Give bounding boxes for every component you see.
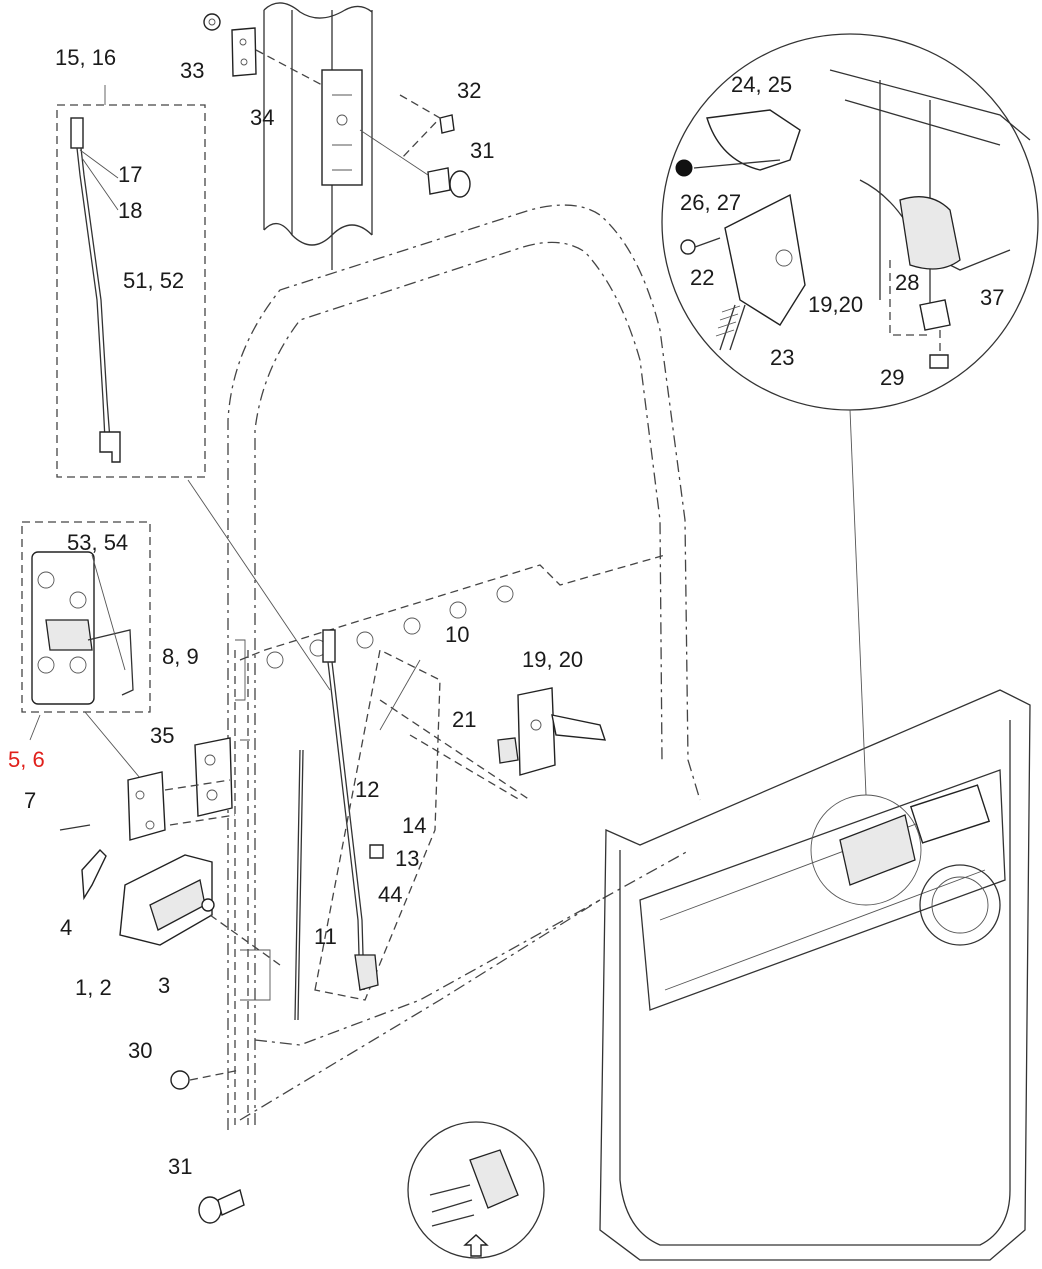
label-14: 14 [402, 813, 426, 838]
label-19-20-detail: 19,20 [808, 292, 863, 317]
latch-assembly-box [21, 521, 151, 791]
label-22: 22 [690, 265, 714, 290]
label-12: 12 [355, 777, 379, 802]
label-1-2: 1, 2 [75, 975, 112, 1000]
label-31-bottom: 31 [168, 1154, 192, 1179]
label-19-20: 19, 20 [522, 647, 583, 672]
control-rods [187, 479, 441, 1021]
door-latch [59, 737, 281, 1090]
door-frame-outline [227, 204, 701, 1130]
label-3: 3 [158, 973, 170, 998]
label-17: 17 [118, 162, 142, 187]
inside-handle [379, 687, 607, 801]
label-24-25: 24, 25 [731, 72, 792, 97]
rod-assembly-box [56, 85, 206, 478]
label-44: 44 [378, 882, 402, 907]
label-51-52: 51, 52 [123, 268, 184, 293]
label-18: 18 [118, 198, 142, 223]
door-trim-panel [599, 689, 1031, 1261]
label-30: 30 [128, 1038, 152, 1063]
label-26-27: 26, 27 [680, 190, 741, 215]
view-direction-inset [407, 1121, 545, 1259]
label-21: 21 [452, 707, 476, 732]
label-34: 34 [250, 105, 274, 130]
label-15-16: 15, 16 [55, 45, 116, 70]
callout-labels: 15, 16 17 18 51, 52 33 34 32 31 24, 25 2… [8, 45, 1004, 1179]
label-23: 23 [770, 345, 794, 370]
label-4: 4 [60, 915, 72, 940]
door-pillar [263, 2, 373, 270]
label-32: 32 [457, 78, 481, 103]
label-7: 7 [24, 788, 36, 813]
label-29: 29 [880, 365, 904, 390]
label-35: 35 [150, 723, 174, 748]
label-10: 10 [445, 622, 469, 647]
detail-magnifier [661, 33, 1039, 796]
label-8-9: 8, 9 [162, 644, 199, 669]
label-37: 37 [980, 285, 1004, 310]
label-33: 33 [180, 58, 204, 83]
label-31-top: 31 [470, 138, 494, 163]
label-28: 28 [895, 270, 919, 295]
fasteners [198, 13, 471, 1224]
label-53-54: 53, 54 [67, 530, 128, 555]
label-5-6: 5, 6 [8, 747, 45, 772]
label-11: 11 [314, 924, 337, 949]
label-13: 13 [395, 846, 419, 871]
